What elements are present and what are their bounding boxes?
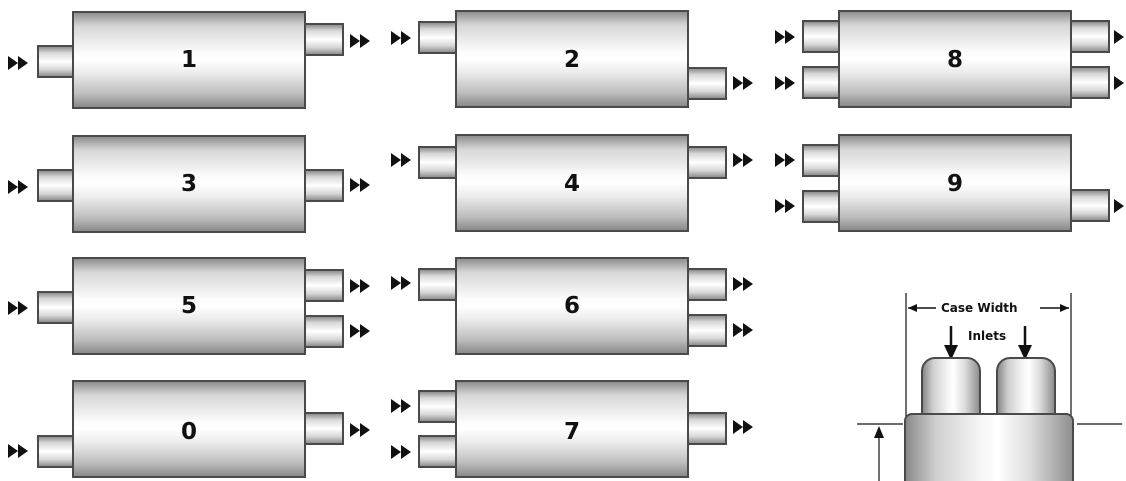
muffler-case [838, 134, 1072, 232]
case-cylinder [904, 413, 1074, 481]
inlet-arrow-icon [775, 30, 797, 44]
muffler-case [72, 11, 306, 109]
outlet-arrow-icon [733, 420, 755, 434]
outlet-arrow-icon [733, 153, 755, 167]
outlet-arrow-icon [1114, 30, 1126, 44]
inlet-arrow-icon [775, 153, 797, 167]
muffler-case [838, 10, 1072, 108]
outlet-pipe [1070, 20, 1110, 53]
inlet-cylinder [921, 357, 981, 417]
muffler-case [72, 257, 306, 355]
outlet-pipe [687, 67, 727, 100]
inlet-pipe [37, 291, 75, 324]
outlet-arrow-icon [733, 277, 755, 291]
muffler-case [455, 380, 689, 478]
outlet-arrow-icon [733, 323, 755, 337]
muffler-label: 1 [180, 47, 197, 73]
outlet-arrow-icon [350, 324, 372, 338]
muffler-case [455, 10, 689, 108]
outlet-pipe [687, 412, 727, 445]
muffler-label: 7 [563, 419, 580, 445]
muffler-label: 8 [946, 47, 963, 73]
inlet-arrow-icon [391, 445, 413, 459]
muffler-case [455, 134, 689, 232]
outlet-pipe [687, 314, 727, 347]
inlet-arrow-icon [391, 31, 413, 45]
outlet-arrow-icon [350, 423, 372, 437]
inlet-cylinder [996, 357, 1056, 417]
outlet-pipe [304, 23, 344, 56]
outlet-pipe [1070, 189, 1110, 222]
inlet-arrow-icon [775, 76, 797, 90]
muffler-label: 0 [180, 419, 197, 445]
inlet-arrow-icon [8, 301, 30, 315]
inlet-pipe [418, 435, 458, 468]
muffler-label: 4 [563, 171, 580, 197]
outlet-arrow-icon [350, 178, 372, 192]
muffler-case [72, 135, 306, 233]
inlet-pipe [802, 144, 842, 177]
inlet-pipe [802, 66, 842, 99]
inlet-arrow-icon [775, 199, 797, 213]
outlet-pipe [304, 412, 344, 445]
inlet-arrow-icon [391, 153, 413, 167]
muffler-case [72, 380, 306, 478]
outlet-arrow-icon [1114, 76, 1126, 90]
inlet-arrow-icon [8, 180, 30, 194]
outlet-pipe [687, 268, 727, 301]
muffler-case [455, 257, 689, 355]
outlet-pipe [304, 269, 344, 302]
muffler-label: 2 [563, 47, 580, 73]
inlet-arrow-icon [8, 56, 30, 70]
inlets-label: Inlets [968, 329, 1007, 343]
outlet-arrow-icon [350, 34, 372, 48]
case-width-label: Case Width [941, 301, 1018, 315]
outlet-pipe [304, 169, 344, 202]
outlet-pipe [687, 146, 727, 179]
inlet-arrow-icon [8, 444, 30, 458]
outlet-arrow-icon [350, 279, 372, 293]
inlet-arrow-icon [391, 276, 413, 290]
outlet-pipe [304, 315, 344, 348]
muffler-label: 6 [563, 293, 580, 319]
muffler-label: 3 [180, 171, 197, 197]
muffler-label: 5 [180, 293, 197, 319]
outlet-pipe [1070, 66, 1110, 99]
outlet-arrow-icon [733, 76, 755, 90]
outlet-arrow-icon [1114, 199, 1126, 213]
muffler-label: 9 [946, 171, 963, 197]
inlet-arrow-icon [391, 399, 413, 413]
